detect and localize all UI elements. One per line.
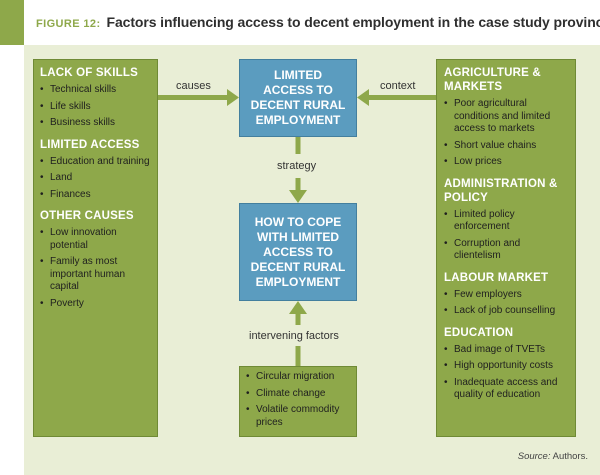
list-item: Corruption and clientelism	[444, 238, 568, 263]
list-item: Education and training	[40, 156, 151, 169]
list-item: Finances	[40, 189, 151, 202]
list-item: Family as most important human capital	[40, 256, 151, 294]
limited-access-text: LIMITED ACCESS TO DECENT RURAL EMPLOYMEN…	[250, 68, 346, 127]
coping-text: HOW TO COPE WITH LIMITED ACCESS TO DECEN…	[250, 214, 346, 289]
list-item: Poverty	[40, 298, 151, 311]
context-label: context	[380, 80, 416, 92]
list-item: Land	[40, 172, 151, 185]
context-section-administration: ADMINISTRATION & POLICY Limited policy e…	[444, 177, 568, 263]
context-section-labour: LABOUR MARKET Few employers Lack of job …	[444, 271, 568, 318]
coping-box: HOW TO COPE WITH LIMITED ACCESS TO DECEN…	[239, 203, 357, 301]
source-note: Source: Authors.	[518, 451, 588, 462]
intervening-factors-box: Circular migration Climate change Volati…	[239, 366, 357, 437]
list-item: Business skills	[40, 117, 151, 130]
context-section-agriculture: AGRICULTURE & MARKETS Poor agricultural …	[444, 66, 568, 169]
section-heading: EDUCATION	[444, 326, 514, 339]
list-item: Inadequate access and quality of educati…	[444, 377, 568, 402]
item-list: Low innovation potential Family as most …	[40, 227, 151, 310]
figure-title-text: Factors influencing access to decent emp…	[106, 14, 600, 30]
item-list: Technical skills Life skills Business sk…	[40, 84, 151, 130]
limited-access-box: LIMITED ACCESS TO DECENT RURAL EMPLOYMEN…	[239, 59, 357, 137]
strategy-label: strategy	[277, 160, 317, 172]
section-heading: LIMITED ACCESS	[40, 138, 140, 151]
list-item: Circular migration	[246, 371, 350, 384]
item-list: Poor agricultural conditions and limited…	[444, 98, 568, 169]
causes-section-access: LIMITED ACCESS Education and training La…	[40, 138, 151, 202]
title-accent	[0, 0, 24, 45]
list-item: Limited policy enforcement	[444, 209, 568, 234]
context-box: AGRICULTURE & MARKETS Poor agricultural …	[436, 59, 576, 437]
list-item: Poor agricultural conditions and limited…	[444, 98, 568, 136]
source-text: Authors.	[552, 451, 588, 462]
list-item: Short value chains	[444, 140, 568, 153]
figure-label: FIGURE 12:	[36, 18, 101, 30]
intervening-factors-label: intervening factors	[249, 330, 339, 342]
figure-title: FIGURE 12: Factors influencing access to …	[36, 14, 600, 30]
item-list: Bad image of TVETs High opportunity cost…	[444, 344, 568, 402]
list-item: Low innovation potential	[40, 227, 151, 252]
item-list: Limited policy enforcement Corruption an…	[444, 209, 568, 263]
section-heading: ADMINISTRATION & POLICY	[444, 177, 558, 204]
item-list: Few employers Lack of job counselling	[444, 289, 568, 318]
causes-label: causes	[176, 80, 211, 92]
list-item: Lack of job counselling	[444, 305, 568, 318]
section-heading: OTHER CAUSES	[40, 210, 134, 222]
item-list: Circular migration Climate change Volati…	[246, 371, 350, 429]
list-item: Life skills	[40, 101, 151, 114]
list-item: Technical skills	[40, 84, 151, 97]
list-item: Bad image of TVETs	[444, 344, 568, 357]
section-heading: LABOUR MARKET	[444, 271, 549, 284]
context-section-education: EDUCATION Bad image of TVETs High opport…	[444, 326, 568, 402]
source-prefix: Source:	[517, 451, 551, 462]
section-heading: LACK OF SKILLS	[40, 67, 138, 79]
item-list: Education and training Land Finances	[40, 156, 151, 202]
causes-box: LACK OF SKILLS Technical skills Life ski…	[33, 59, 158, 437]
list-item: Low prices	[444, 156, 568, 169]
causes-section-skills: LACK OF SKILLS Technical skills Life ski…	[40, 66, 151, 130]
section-heading: AGRICULTURE & MARKETS	[444, 67, 541, 93]
list-item: High opportunity costs	[444, 360, 568, 373]
list-item: Volatile commodity prices	[246, 404, 350, 429]
causes-section-other: OTHER CAUSES Low innovation potential Fa…	[40, 209, 151, 310]
list-item: Few employers	[444, 289, 568, 302]
title-bar: FIGURE 12: Factors influencing access to …	[0, 0, 600, 45]
list-item: Climate change	[246, 388, 350, 401]
